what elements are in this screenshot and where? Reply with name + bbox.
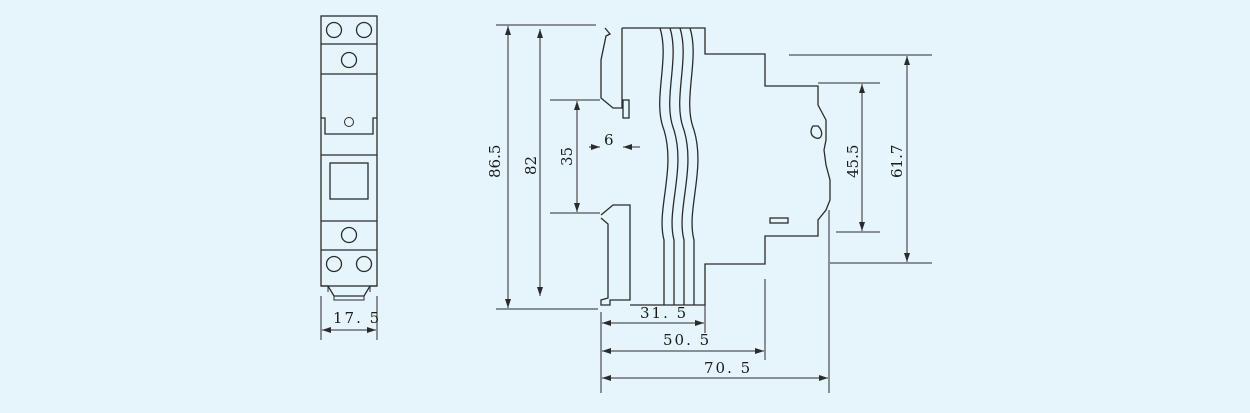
mid-height-label: 45.5 [844,145,862,178]
terminal-screw-icon [340,51,358,69]
clip-depth-label: 6 [604,131,614,149]
toggle-lever-icon [810,125,823,139]
indicator-dot-icon [344,117,354,127]
front-outline [320,15,378,287]
front-width-label: 17. 5 [333,309,381,327]
total-height-label: 86.5 [486,145,504,178]
terminal-screw-icon [355,21,373,39]
clip-slot [622,99,630,119]
depth-1-label: 31. 5 [640,304,688,322]
body-height-label: 82 [522,156,540,175]
terminal-screw-icon [355,255,373,273]
depth-2-label: 50. 5 [663,331,711,349]
din-clip [321,285,377,297]
side-view: 86.5 82 35 6 45.5 61.7 31. 5 50. 5 [486,24,932,393]
vent-slot [769,217,789,224]
depth-3-label: 70. 5 [704,359,752,377]
terminal-screw-icon [325,255,343,273]
rail-width-label: 35 [558,147,576,166]
front-view: 17. 5 [320,15,381,340]
front-height-label: 61.7 [888,145,906,178]
handle-window [329,162,369,200]
terminal-screw-icon [325,21,343,39]
terminal-screw-icon [340,226,358,244]
